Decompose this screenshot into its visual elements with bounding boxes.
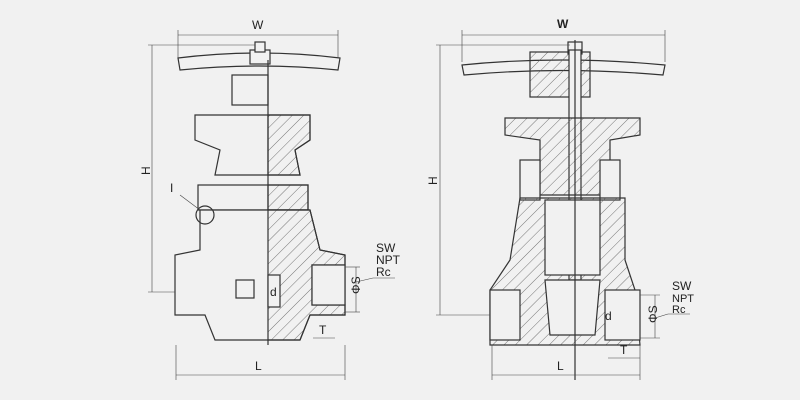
- left-stem-nut: [231, 74, 269, 106]
- left-detail-circle: [195, 205, 215, 225]
- left-connection-npt: NPT: [376, 253, 401, 267]
- left-connection-rc: Rc: [376, 265, 391, 279]
- left-inner-diameter-label: d: [270, 285, 277, 299]
- right-dimensions: W H L ΦS SW NPT Rc d T: [426, 17, 694, 380]
- right-width-label: W: [557, 17, 569, 31]
- right-valve-view: W H L ΦS SW NPT Rc d T: [426, 17, 694, 380]
- left-socket: [311, 264, 346, 306]
- left-connection-sw: SW: [376, 241, 396, 255]
- right-bore-diameter-label: ΦS: [646, 305, 660, 323]
- left-length-label: L: [255, 359, 262, 373]
- right-connection-rc: Rc: [672, 304, 686, 316]
- left-detail-label: I: [170, 181, 173, 195]
- right-right-socket: [604, 289, 641, 341]
- right-connection-npt: NPT: [672, 293, 694, 305]
- right-height-label: H: [426, 176, 440, 185]
- left-bore-diameter-label: ΦS: [349, 276, 363, 294]
- left-width-label: W: [252, 18, 264, 32]
- right-length-label: L: [557, 359, 564, 373]
- right-inner-diameter-label: d: [605, 309, 612, 323]
- right-gate: [544, 279, 601, 336]
- right-connection-sw: SW: [672, 279, 692, 293]
- left-valve-view: W H I L ΦS SW NPT Rc d T: [139, 18, 401, 380]
- right-thread-depth-label: T: [620, 343, 628, 357]
- left-height-label: H: [139, 166, 153, 175]
- left-handwheel: [177, 41, 341, 71]
- right-left-socket: [489, 289, 521, 341]
- left-thread-depth-label: T: [319, 323, 327, 337]
- left-dimensions: W H I L ΦS SW NPT Rc d T: [139, 18, 401, 380]
- right-handwheel: [461, 41, 666, 98]
